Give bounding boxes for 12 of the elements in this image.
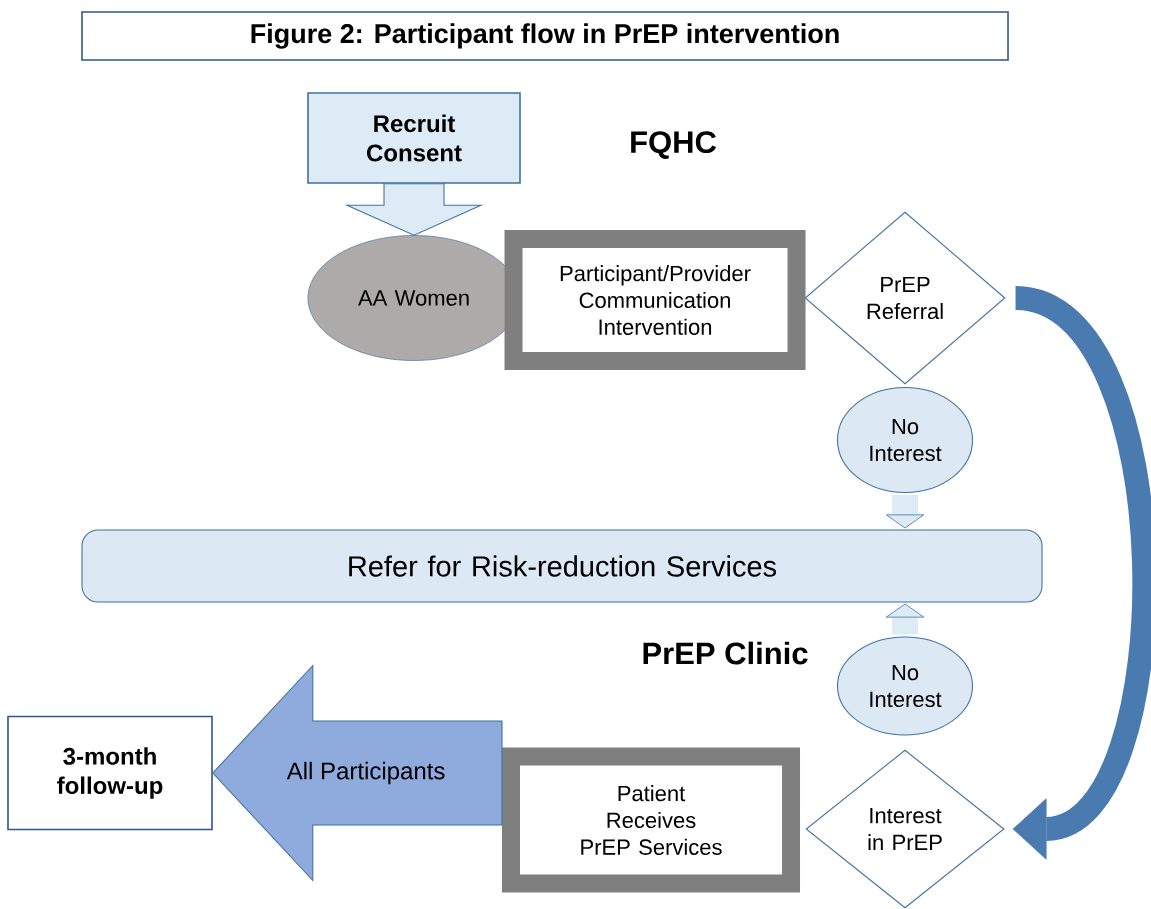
edge-label: All Participants (285, 760, 447, 786)
section-heading: FQHC (631, 131, 717, 159)
process-box: Patient Receives PrEP Services (502, 747, 800, 893)
callout-box: Recruit Consent (307, 92, 521, 184)
process-box: 3-month follow-up (7, 715, 213, 831)
section-heading: PrEP Clinic (643, 641, 808, 665)
arrow (885, 603, 925, 635)
block-arrow (344, 183, 484, 236)
title-box: Figure 2: Participant flow in PrEP intervention (81, 11, 1009, 61)
process-box: Participant/Provider Communication Intervention (504, 230, 806, 370)
arrow (885, 495, 925, 529)
process-band: Refer for Risk-reduction Services (81, 529, 1043, 603)
